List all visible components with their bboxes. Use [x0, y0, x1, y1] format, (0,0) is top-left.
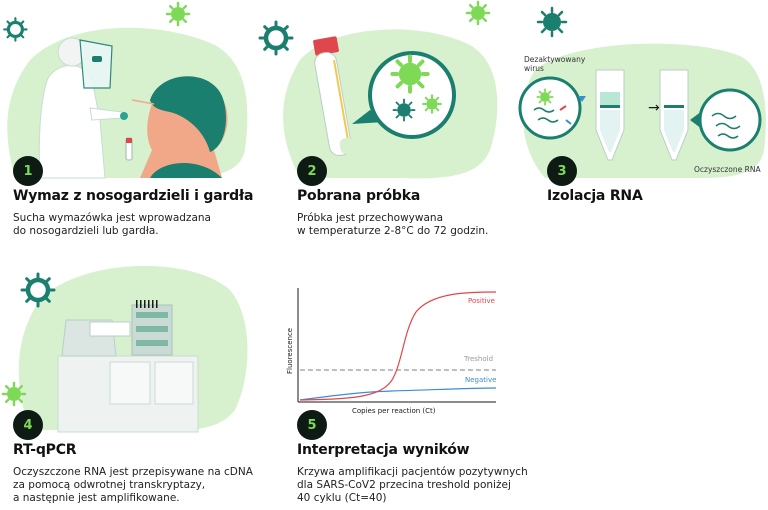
virus-icon [22, 274, 54, 306]
step-title-5: Interpretacja wyników [297, 442, 470, 458]
virus-icon [392, 98, 416, 122]
step-title-3: Izolacja RNA [547, 188, 643, 204]
virus-icon [2, 16, 29, 43]
panel-isolation-illustration: → [518, 6, 766, 178]
panel-sample-illustration [260, 0, 498, 179]
series-line-negative [299, 387, 497, 401]
amplification-chart: Positive Treshold Negative Fluorescence … [286, 288, 496, 415]
series-label-negative: Negative [465, 376, 496, 384]
virus-icon [392, 56, 427, 91]
step-title-1: Wymaz z nosogardzieli i gardła [13, 188, 254, 204]
virus-icon [165, 1, 191, 27]
virus-icon [1, 381, 27, 407]
step-badge-5: 5 [297, 410, 327, 440]
step-number: 1 [13, 156, 43, 186]
panel-swab-illustration [2, 1, 248, 179]
y-axis-label: Fluorescence [286, 328, 294, 374]
step-badge-4: 4 [13, 410, 43, 440]
step-description-5: Krzywa amplifikacji pacjentów pozytywnyc… [297, 466, 528, 504]
step-description-4: Oczyszczone RNA jest przepisywane na cDN… [13, 466, 253, 504]
step-title-4: RT-qPCR [13, 442, 77, 458]
step-badge-3: 3 [547, 156, 577, 186]
step-number: 2 [297, 156, 327, 186]
virus-icon [465, 0, 491, 26]
series-label-positive: Positive [468, 297, 495, 305]
x-axis-label: Copies per reaction (Ct) [352, 407, 436, 415]
step-number: 5 [297, 410, 327, 440]
svg-text:→: → [648, 100, 660, 116]
virus-icon [422, 94, 442, 114]
label-purified-rna: Oczyszczone RNA [694, 165, 761, 174]
step-badge-2: 2 [297, 156, 327, 186]
virus-icon [260, 22, 292, 54]
series-line-positive [299, 291, 497, 401]
step-description-2: Próbka jest przechowywana w temperaturze… [297, 212, 489, 237]
step-badge-1: 1 [13, 156, 43, 186]
step-number: 3 [547, 156, 577, 186]
step-title-2: Pobrana próbka [297, 188, 421, 204]
series-label-treshold: Treshold [463, 355, 493, 363]
step-description-1: Sucha wymazówka jest wprowadzana do noso… [13, 212, 211, 237]
label-inactivated-virus: Dezaktywowany wirus [524, 55, 586, 73]
panel-qpcr-illustration [1, 265, 248, 433]
step-number: 4 [13, 410, 43, 440]
virus-icon [536, 6, 568, 38]
